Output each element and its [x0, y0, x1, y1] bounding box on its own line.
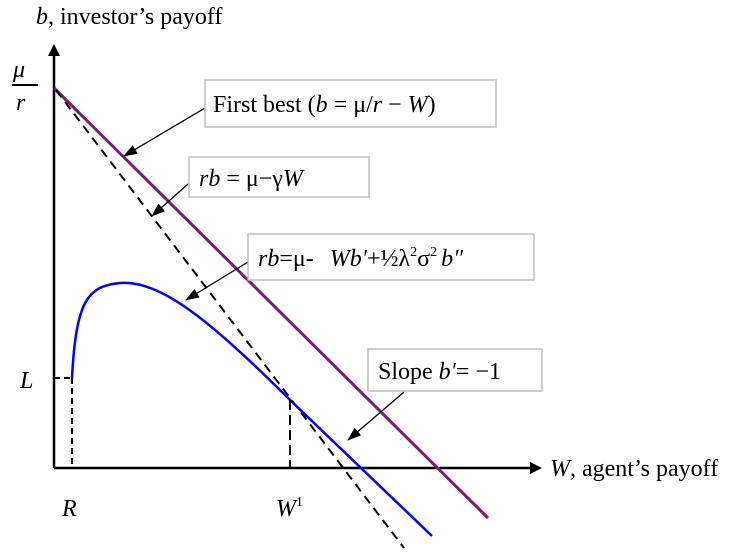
ode-box	[247, 233, 535, 281]
x-tick-W1: W1	[276, 495, 303, 522]
y-axis-label: b, investor’s payoff	[36, 4, 222, 30]
y-tick-r: r	[16, 90, 26, 116]
linear-box	[188, 156, 370, 198]
pointer-linear	[151, 183, 189, 217]
y-tick-L: L	[19, 368, 33, 394]
x-tick-R: R	[61, 496, 77, 522]
pointer-slope	[347, 391, 405, 441]
slope-box	[367, 348, 543, 392]
y-tick-mu: μ	[12, 57, 25, 83]
linear-label: rb = μ−γW	[199, 166, 305, 192]
first-best-line	[52, 86, 490, 520]
slope-label: Slope b′= −1	[378, 359, 501, 385]
value-function-curve	[70, 281, 433, 537]
first-best-label: First best (b = μ/r − W)	[213, 92, 436, 118]
pointer-ode	[185, 261, 249, 301]
pointer-first-best	[123, 107, 206, 157]
x-axis-label: W, agent’s payoff	[550, 456, 718, 482]
first-best-box	[204, 79, 497, 128]
linear-dashed-line	[55, 89, 405, 549]
